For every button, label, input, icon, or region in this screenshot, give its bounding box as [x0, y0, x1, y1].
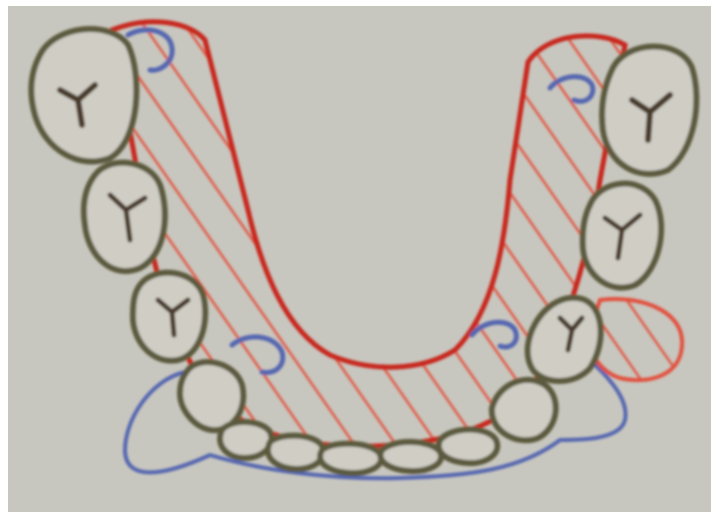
canine-left	[180, 362, 243, 430]
canine-right	[492, 380, 556, 440]
incisor-4	[380, 442, 441, 471]
incisor-5	[439, 430, 498, 464]
incisor-2	[268, 436, 323, 469]
premolar-left	[133, 273, 205, 361]
incisor-1	[220, 422, 271, 458]
molar-left-2	[84, 163, 165, 271]
incisor-3	[320, 444, 381, 473]
